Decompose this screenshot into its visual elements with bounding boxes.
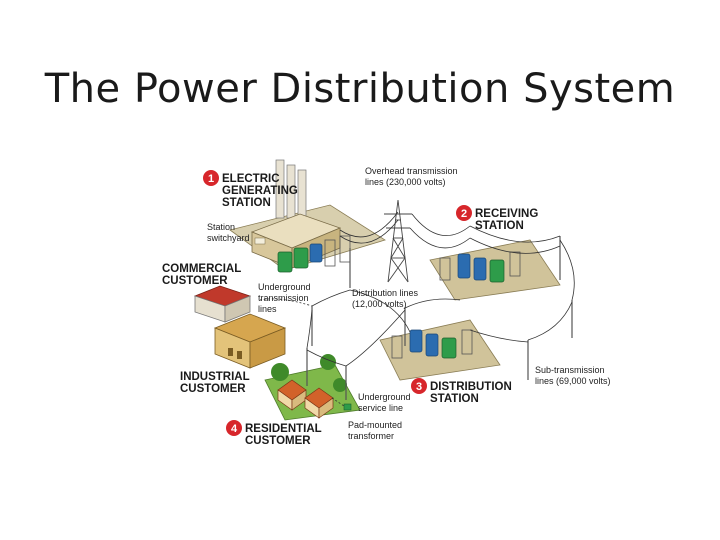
receiving-label-line1: RECEIVING xyxy=(475,208,538,220)
distribution-label-line2: STATION xyxy=(430,393,479,405)
badge-4-number: 4 xyxy=(231,423,238,435)
switchyard-label-line2: switchyard xyxy=(207,233,250,243)
page-title: The Power Distribution System xyxy=(44,66,676,112)
distribution-label-line1: DISTRIBUTION xyxy=(430,381,512,393)
receiving-label-line2: STATION xyxy=(475,220,524,232)
underground-service-label-line2: service line xyxy=(358,403,403,413)
pad-mounted-label-line1: Pad-mounted xyxy=(348,420,402,430)
overhead-label-line1: Overhead transmission xyxy=(365,166,458,176)
overhead-label-line2: lines (230,000 volts) xyxy=(365,177,446,187)
generating-label-line1: ELECTRIC xyxy=(222,173,280,185)
distribution-station xyxy=(391,329,473,359)
distribution-lines-label-line1: Distribution lines xyxy=(352,288,419,298)
badge-3: 3 xyxy=(411,378,427,394)
badge-1: 1 xyxy=(203,170,219,186)
underground-tx-label-line2: transmission xyxy=(258,293,309,303)
subtransmission-label-line1: Sub-transmission xyxy=(535,365,605,375)
generating-label-line3: STATION xyxy=(222,197,271,209)
transmission-tower xyxy=(384,199,412,283)
commercial-building xyxy=(193,285,252,323)
badge-3-number: 3 xyxy=(416,381,422,393)
badge-2: 2 xyxy=(456,205,472,221)
pad-mounted-transformer xyxy=(343,403,352,411)
badge-1-number: 1 xyxy=(208,173,214,185)
industrial-label-line2: CUSTOMER xyxy=(180,383,246,395)
underground-service-label-line1: Underground xyxy=(358,392,411,402)
underground-tx-label-line3: lines xyxy=(258,304,277,314)
distribution-lines-label-line2: (12,000 volts) xyxy=(352,299,407,309)
power-lines xyxy=(259,211,575,407)
commercial-label-line2: CUSTOMER xyxy=(162,275,228,287)
commercial-label-line1: COMMERCIAL xyxy=(162,263,241,275)
pad-mounted-label-line2: transformer xyxy=(348,431,394,441)
switchyard-label-line1: Station xyxy=(207,222,235,232)
industrial-label-line1: INDUSTRIAL xyxy=(180,371,250,383)
residential-label-line1: RESIDENTIAL xyxy=(245,423,322,435)
residential-label-line2: CUSTOMER xyxy=(245,435,311,447)
utility-poles xyxy=(306,236,573,400)
receiving-station xyxy=(439,251,521,283)
subtransmission-label-line2: lines (69,000 volts) xyxy=(535,376,611,386)
generating-label-line2: GENERATING xyxy=(222,185,298,197)
underground-tx-label-line1: Underground xyxy=(258,282,311,292)
badge-4: 4 xyxy=(226,420,242,436)
switchyard-transformers xyxy=(277,235,351,273)
industrial-building xyxy=(213,313,287,369)
residential-houses xyxy=(271,354,352,419)
badge-2-number: 2 xyxy=(461,208,467,220)
